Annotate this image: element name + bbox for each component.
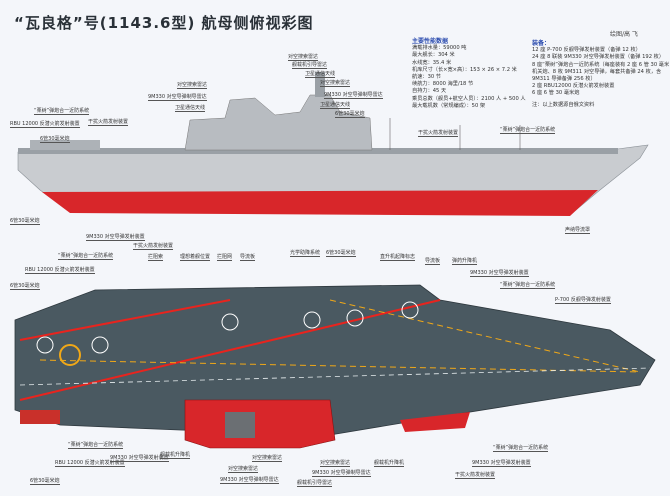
bottom-label: 舰载机升降机 [374,460,405,467]
equipment-heading: 装备： [532,40,551,47]
top-label: “栗树”弹炮合一近防系统 [500,282,556,289]
top-bow-sponson [400,412,470,432]
source-note: 注：以上数据源自俄文资料 [532,101,595,108]
bottom-label: 9M330 对空导弹发射装置 [110,455,169,462]
side-label: 卫星通信天线 [320,102,351,109]
top-label: 拦阻索 [148,254,164,261]
centerline [39,359,641,373]
side-label: 干扰火箭发射装置 [88,119,129,126]
side-label: RBU 12000 反潜火箭发射装置 [10,121,80,128]
landing-circle [346,309,364,327]
side-label: 9M330 对空导弹制导雷达 [148,94,207,101]
landing-circle [91,336,109,354]
landing-circle [303,311,321,329]
top-label: 理想着舰位置 [180,254,211,261]
side-label: 卫星通信天线 [305,71,336,78]
bottom-label: 6管30毫米炮 [30,478,60,485]
side-label: 对空搜索雷达 [177,82,208,89]
bottom-label: 对空搜索雷达 [320,460,351,467]
bottom-label: 对空搜索雷达 [228,466,259,473]
top-label: RBU 12000 反潜火箭发射装置 [25,267,95,274]
top-label: 干扰火箭发射装置 [133,243,174,250]
specs-panel: 主要性能数据 满载排水量：59000 吨 最大舰长：304 米 水线宽：35.4… [412,38,526,110]
top-label: 弹药升降机 [452,258,478,265]
side-label: 6管30毫米炮 [335,111,365,118]
spec-item: 满载排水量：59000 吨 [412,45,467,52]
equipment-item: 12 座 P-700 反舰导弹发射装置（备弹 12 枚） [532,47,641,54]
top-label: P-700 反舰导弹发射装置 [555,297,611,304]
diagram-title: “瓦良格”号(1143.6型) 航母侧俯视彩图 [14,14,314,32]
top-label: 6管30毫米炮 [10,283,40,290]
side-label: “栗树”弹炮合一近防系统 [500,127,556,134]
landing-circle [36,336,54,354]
side-label: 声纳导流罩 [565,227,591,234]
side-sponson [30,140,100,150]
bottom-label: 舰载机升降机 [160,452,191,459]
side-label: 9M330 对空导弹制导雷达 [324,92,383,99]
bottom-label: 干扰火箭发射装置 [455,472,496,479]
side-keel [42,190,598,216]
bottom-label: “栗树”弹炮合一近防系统 [493,445,549,452]
top-view [14,284,656,449]
top-label: 6管30毫米炮 [326,250,356,257]
side-label: “栗树”弹炮合一近防系统 [34,108,90,115]
spec-item: 航速：30 节 [412,74,441,81]
landing-circle [221,313,239,331]
landing-circle [401,301,419,319]
side-label: 卫星通信天线 [175,105,206,112]
side-mast [315,72,325,97]
equipment-item: 24 座 8 联装 9M330 对空导弹发射装置（备弹 192 枚） [532,54,665,61]
equipment-panel: 装备： 12 座 P-700 反舰导弹发射装置（备弹 12 枚） 24 座 8 … [532,40,670,109]
bottom-label: 舰载机引导雷达 [297,480,333,487]
top-label: 直升机起降标志 [380,254,416,261]
spec-item: 机库尺寸（长×宽×高）：153 × 26 × 7.2 米 [412,66,517,73]
top-label: 导流板 [425,258,441,265]
spec-item: 乘员总数（舰员+航空人员）：2100 人 + 500 人 [412,95,526,102]
specs-heading: 主要性能数据 [412,38,449,45]
bottom-label: RBU 12000 反潜火箭发射装置 [55,460,125,467]
landing-circle-highlight [59,344,81,366]
flight-deck [14,284,656,436]
spec-item: 最大载机数（常规编成）：50 架 [412,102,486,109]
angled-deck-line [19,299,231,341]
top-label: 拦阻网 [217,254,233,261]
side-label: 对空搜索雷达 [288,54,319,61]
equipment-item: 8 座“栗树”弹炮合一近防系统（每座装有 2 座 6 管 30 毫米机关炮、8 … [532,61,670,83]
top-label: 光学助降系统 [290,250,321,257]
top-stern-sponson [20,410,60,424]
top-island [184,399,336,449]
top-label: “栗树”弹炮合一近防系统 [58,253,114,260]
bottom-label: 9M330 对空导弹制导雷达 [312,470,371,477]
bottom-label: 9M330 对空导弹发射装置 [472,460,531,467]
angled-deck-line [19,299,441,401]
side-label: 干扰火箭发射装置 [418,130,459,137]
side-deck-edge [18,148,618,154]
top-island-stack [225,412,255,438]
side-label: 对空搜索雷达 [320,80,351,87]
top-label: 9M330 对空导弹发射装置 [470,270,529,277]
ski-jump-line [329,299,641,373]
top-label: 导流板 [240,254,256,261]
spec-item: 续航力：8000 海里/18 节 [412,81,474,88]
equipment-item: 2 座 RBU12000 反潜火箭发射装置 [532,83,615,90]
side-label: 舰载机引导雷达 [292,62,328,69]
bottom-label: 9M330 对空导弹制导雷达 [220,477,279,484]
spec-item: 自持力：45 天 [412,88,447,95]
spec-item: 水线宽：35.4 米 [412,59,452,66]
centerline-white [19,367,651,386]
spec-item: 最大舰长：304 米 [412,52,455,59]
bottom-label: 对空搜索雷达 [252,455,283,462]
side-label: 6管30毫米炮 [10,218,40,225]
bottom-label: “栗树”弹炮合一近防系统 [68,442,124,449]
author-credit: 绘图/高 飞 [610,31,638,38]
top-label: 9M330 对空导弹发射装置 [86,234,145,241]
equipment-item: 6 座 6 管 30 毫米炮 [532,90,580,97]
side-label: 6管30毫米炮 [40,136,70,143]
